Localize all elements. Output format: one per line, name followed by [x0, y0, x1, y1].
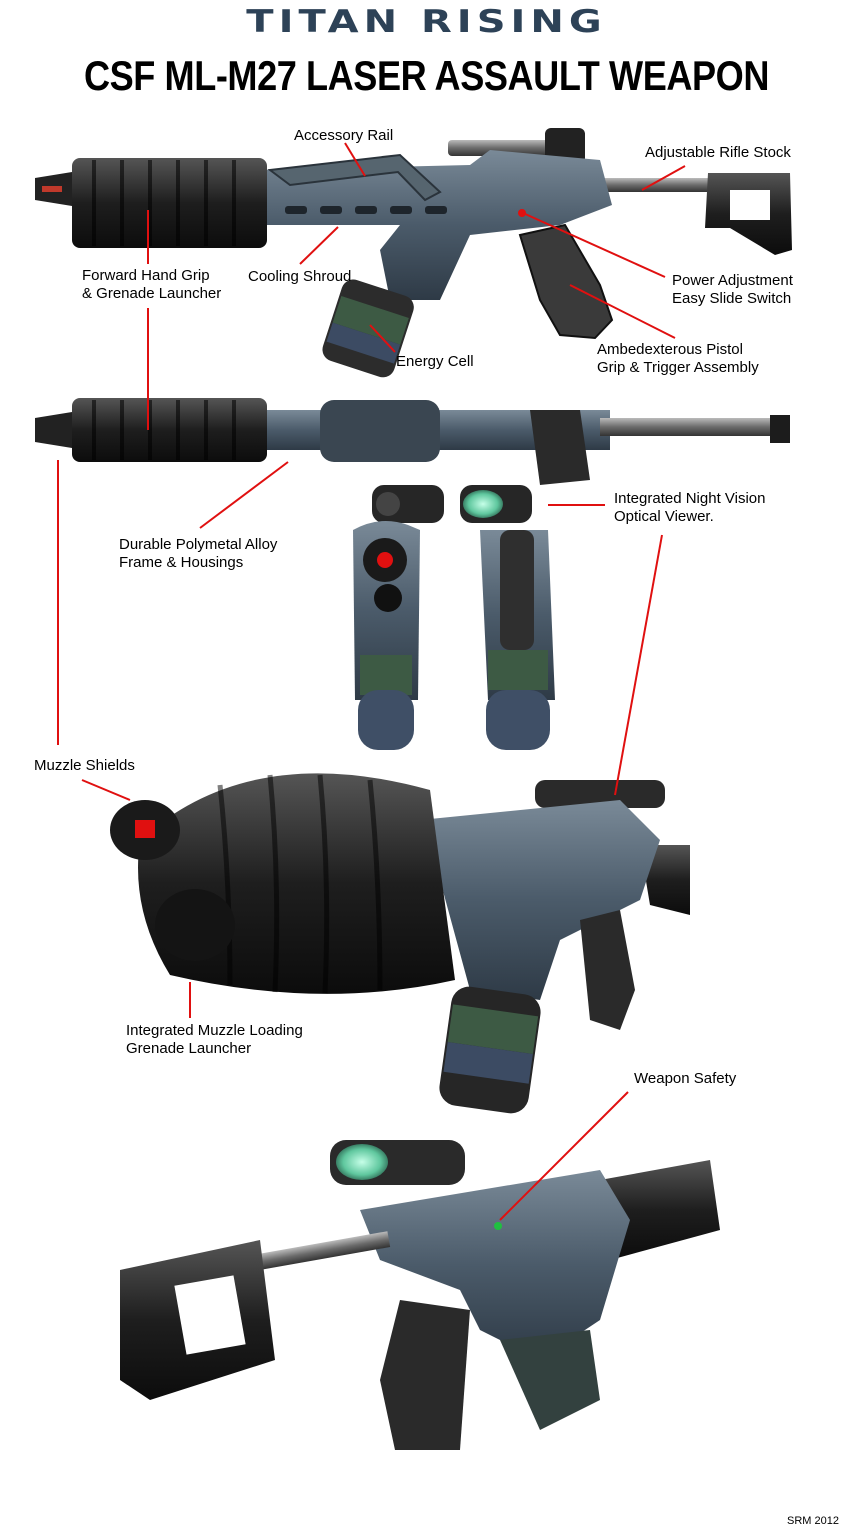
- top-muzzle: [35, 412, 72, 448]
- top-grip: [530, 410, 590, 485]
- label-alloy-frame-2: Frame & Housings: [119, 554, 244, 571]
- stock-cutout: [730, 190, 770, 220]
- stock-rod: [600, 178, 720, 192]
- persp-launcher-bore: [155, 889, 235, 961]
- persp-muzzle-glow: [135, 820, 155, 838]
- leader-rifle-stock: [641, 165, 686, 191]
- front-emitter: [377, 552, 393, 568]
- pistol-grip: [518, 223, 614, 340]
- weapon-safety-indicator: [494, 1222, 502, 1230]
- top-stock-end: [770, 415, 790, 443]
- front-perspective-render: [110, 773, 690, 1114]
- label-muzzle-launcher-2: Grenade Launcher: [126, 1040, 252, 1057]
- persp-energy-cell: [439, 986, 541, 1114]
- persp-forward-grip: [138, 773, 455, 994]
- persp-receiver: [420, 800, 660, 1000]
- power-switch: [518, 209, 526, 217]
- leader-lines: [57, 142, 686, 1221]
- label-forward-grip-2: & Grenade Launcher: [82, 285, 222, 302]
- leader-accessory-rail: [344, 142, 366, 177]
- rear-persp-receiver: [360, 1170, 630, 1360]
- leader-energy-cell: [369, 324, 396, 353]
- series-title: TITAN RISING: [246, 4, 607, 40]
- rear-persp-forward-grip: [600, 1160, 720, 1260]
- label-muzzle-shields: Muzzle Shields: [34, 757, 135, 774]
- persp-scope: [535, 780, 665, 808]
- leader-muzzle-shields: [81, 779, 131, 801]
- front-view-render: [353, 485, 444, 750]
- leader-weapon-safety: [499, 1091, 629, 1221]
- label-muzzle-launcher-1: Integrated Muzzle Loading: [126, 1022, 303, 1039]
- top-stock-rod: [600, 418, 790, 436]
- rear-persp-scope-glass: [336, 1144, 388, 1180]
- label-pistol-grip-1: Ambedexterous Pistol: [597, 341, 743, 358]
- top-housing: [320, 400, 440, 462]
- scope-eyepiece: [545, 128, 585, 164]
- top-forward-grip: [72, 398, 267, 462]
- label-cooling-shroud: Cooling Shroud: [248, 268, 352, 285]
- leader-cooling-shroud: [299, 226, 339, 265]
- scope-tube: [448, 140, 558, 156]
- persp-grip-ribs: [217, 774, 383, 994]
- rear-scope-glass: [463, 490, 503, 518]
- rear-cell-band: [488, 650, 548, 690]
- leader-pistol-grip: [569, 284, 676, 339]
- persp-grip: [580, 910, 635, 1030]
- rear-grip: [500, 530, 534, 650]
- main-title: CSF ML-M27 LASER ASSAULT WEAPON: [83, 52, 769, 99]
- rear-view-render: [460, 485, 555, 750]
- label-power-adjust-2: Easy Slide Switch: [672, 290, 792, 307]
- label-energy-cell: Energy Cell: [396, 353, 474, 370]
- cooling-slots: [285, 206, 447, 214]
- label-power-adjust-1: Power Adjustment: [672, 272, 793, 289]
- label-alloy-frame-1: Durable Polymetal Alloy: [119, 536, 278, 553]
- rear-persp-grip: [380, 1300, 470, 1450]
- top-view-render: [35, 398, 790, 485]
- rear-cell-base: [486, 690, 550, 750]
- label-night-vision-2: Optical Viewer.: [614, 508, 714, 525]
- top-grip-ribs: [92, 400, 236, 460]
- receiver: [260, 150, 612, 300]
- accessory-rail: [267, 153, 442, 202]
- rear-persp-stock-rod: [229, 1231, 391, 1275]
- label-pistol-grip-2: Grip & Trigger Assembly: [597, 359, 759, 376]
- leader-power-switch: [522, 212, 666, 278]
- rear-perspective-render: [120, 1140, 720, 1450]
- side-view-render: [35, 128, 792, 378]
- label-weapon-safety: Weapon Safety: [634, 1070, 737, 1087]
- artist-credit: SRM 2012: [787, 1515, 839, 1527]
- label-night-vision-1: Integrated Night Vision: [614, 490, 766, 507]
- front-cell-base: [358, 690, 414, 750]
- rear-persp-cell: [500, 1330, 600, 1430]
- label-forward-grip-1: Forward Hand Grip: [82, 267, 210, 284]
- label-accessory-rail: Accessory Rail: [294, 127, 394, 144]
- leader-alloy-frame: [199, 461, 289, 529]
- front-launcher-bore: [374, 584, 402, 612]
- energy-cell: [322, 279, 414, 378]
- muzzle-glow: [42, 186, 62, 192]
- rear-persp-stock-cutout: [174, 1275, 246, 1355]
- front-cell-band: [360, 655, 412, 695]
- forward-grip: [72, 158, 267, 248]
- label-rifle-stock: Adjustable Rifle Stock: [645, 144, 791, 161]
- leader-night-vision-perspective: [614, 534, 663, 796]
